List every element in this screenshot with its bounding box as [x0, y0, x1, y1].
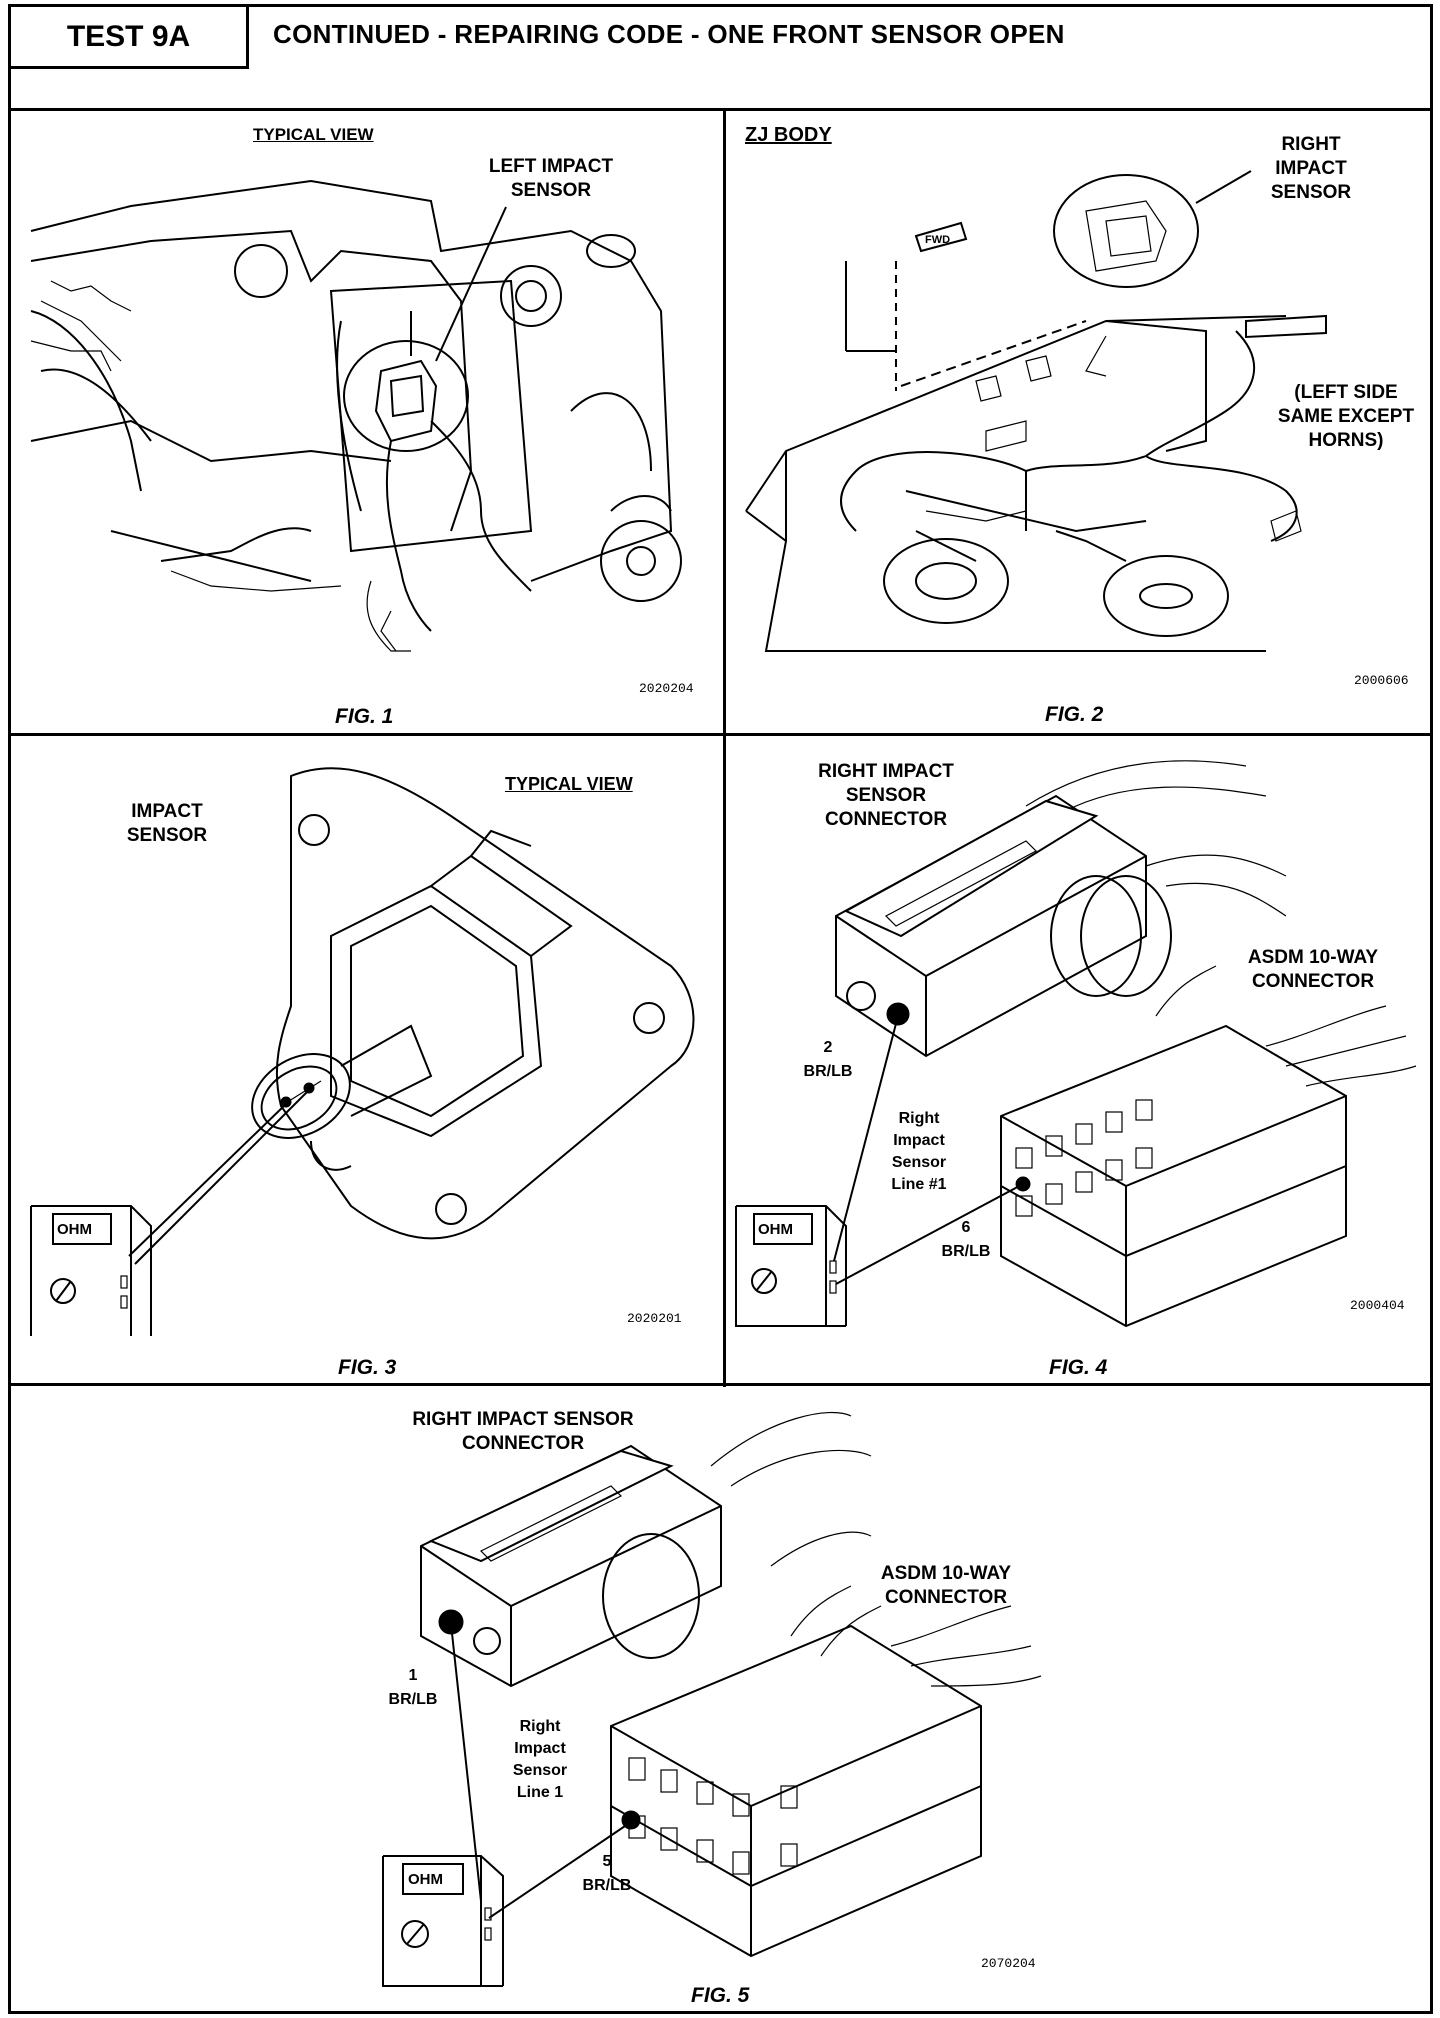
- fig4-pin-b-wire: BR/LB: [941, 1243, 991, 1260]
- fig5-asdm-pins: [628, 1757, 798, 1875]
- test-id-box: TEST 9A: [11, 7, 249, 69]
- page-header: TEST 9A CONTINUED - REPAIRING CODE - ONE…: [11, 7, 1430, 111]
- fig5-meter-display: OHM: [408, 1871, 443, 1888]
- fig4-line-label-text: Right Impact Sensor Line #1: [891, 1110, 947, 1193]
- fig2-fwd-arrow-text: FWD: [925, 234, 950, 246]
- fig3-caption: FIG. 3: [338, 1356, 397, 1379]
- fig1-view-label: TYPICAL VIEW: [253, 125, 374, 144]
- fig4-asdm-pins: [1015, 1099, 1153, 1217]
- fig5-callout-connector-text: RIGHT IMPACT SENSOR CONNECTOR: [412, 1409, 634, 1454]
- fig4-pin-a: 2 BR/LB: [798, 1036, 858, 1084]
- fig1-caption: FIG. 1: [335, 705, 394, 728]
- fig1-code: 2020204: [639, 681, 694, 696]
- fig5-line-label-text: Right Impact Sensor Line 1: [512, 1718, 568, 1801]
- divider-horizontal-2: [11, 1383, 1430, 1386]
- fig4-pin-a-wire: BR/LB: [803, 1063, 853, 1080]
- fig5-connector-illustration: [382, 1411, 1042, 1987]
- fig4-pin-a-number: 2: [823, 1039, 833, 1056]
- figure-4-panel: RIGHT IMPACT SENSOR CONNECTOR ASDM 10-WA…: [726, 736, 1433, 1383]
- fig5-line-label: Right Impact Sensor Line 1: [503, 1716, 577, 1804]
- fig5-caption: FIG. 5: [691, 1984, 750, 2007]
- page-title: CONTINUED - REPAIRING CODE - ONE FRONT S…: [273, 19, 1065, 49]
- fig5-callout-asdm: ASDM 10-WAY CONNECTOR: [871, 1562, 1021, 1610]
- fig5-pin-a-number: 1: [408, 1667, 418, 1684]
- service-manual-page: TEST 9A CONTINUED - REPAIRING CODE - ONE…: [8, 4, 1433, 2014]
- fig2-note: (LEFT SIDE SAME EXCEPT HORNS): [1266, 381, 1426, 453]
- fig3-callout: IMPACT SENSOR: [107, 800, 227, 848]
- fig2-caption: FIG. 2: [1045, 703, 1104, 726]
- figure-2-panel: ZJ BODY RIGHT IMPACT SENSOR (LEFT SIDE S…: [726, 111, 1433, 733]
- fig4-code: 2000404: [1350, 1298, 1405, 1313]
- fig1-callout-text: LEFT IMPACT SENSOR: [488, 156, 614, 201]
- fig4-callout-connector-text: RIGHT IMPACT SENSOR CONNECTOR: [818, 761, 954, 830]
- fig1-callout: LEFT IMPACT SENSOR: [471, 155, 631, 203]
- fig3-sensor-illustration: [30, 767, 695, 1336]
- figure-1-panel: TYPICAL VIEW LEFT IMPACT SENSOR: [11, 111, 723, 733]
- fig2-callout: RIGHT IMPACT SENSOR: [1246, 133, 1376, 205]
- fig4-pin-b: 6 BR/LB: [936, 1216, 996, 1264]
- fig3-meter-display: OHM: [57, 1221, 92, 1238]
- divider-vertical-top: [723, 111, 726, 1387]
- fig3-code: 2020201: [627, 1311, 682, 1326]
- fig4-caption: FIG. 4: [1049, 1356, 1108, 1379]
- fig5-code: 2070204: [981, 1956, 1036, 1971]
- fig4-pin-b-number: 6: [961, 1219, 971, 1236]
- fig4-line-label: Right Impact Sensor Line #1: [882, 1108, 956, 1196]
- fig3-view-label: TYPICAL VIEW: [505, 774, 633, 794]
- fig4-callout-asdm: ASDM 10-WAY CONNECTOR: [1238, 946, 1388, 994]
- fig1-engine-illustration: [30, 179, 682, 652]
- divider-horizontal-1: [11, 733, 1430, 736]
- fig3-callout-text: IMPACT SENSOR: [126, 801, 208, 846]
- fig5-pin-b-number: 5: [602, 1853, 612, 1870]
- fig2-callout-text: RIGHT IMPACT SENSOR: [1270, 134, 1352, 203]
- fig5-callout-asdm-text: ASDM 10-WAY CONNECTOR: [880, 1563, 1012, 1608]
- fig5-pin-a-wire: BR/LB: [388, 1691, 438, 1708]
- fig2-code: 2000606: [1354, 673, 1409, 688]
- fig2-body-illustration: FWD: [745, 170, 1327, 652]
- test-id: TEST 9A: [66, 19, 191, 53]
- fig2-note-text: (LEFT SIDE SAME EXCEPT HORNS): [1277, 382, 1415, 451]
- fig4-connector-illustration: [735, 760, 1417, 1328]
- fig2-view-label: ZJ BODY: [745, 124, 832, 146]
- fig4-meter-display: OHM: [758, 1221, 793, 1238]
- fig5-pin-a: 1 BR/LB: [383, 1664, 443, 1712]
- fig5-callout-connector: RIGHT IMPACT SENSOR CONNECTOR: [383, 1408, 663, 1456]
- fig4-callout-connector: RIGHT IMPACT SENSOR CONNECTOR: [801, 760, 971, 832]
- fig4-callout-asdm-text: ASDM 10-WAY CONNECTOR: [1247, 947, 1379, 992]
- figure-3-panel: IMPACT SENSOR TYPICAL VIEW: [11, 736, 723, 1383]
- figure-5-panel: RIGHT IMPACT SENSOR CONNECTOR ASDM 10-WA…: [11, 1386, 1433, 2014]
